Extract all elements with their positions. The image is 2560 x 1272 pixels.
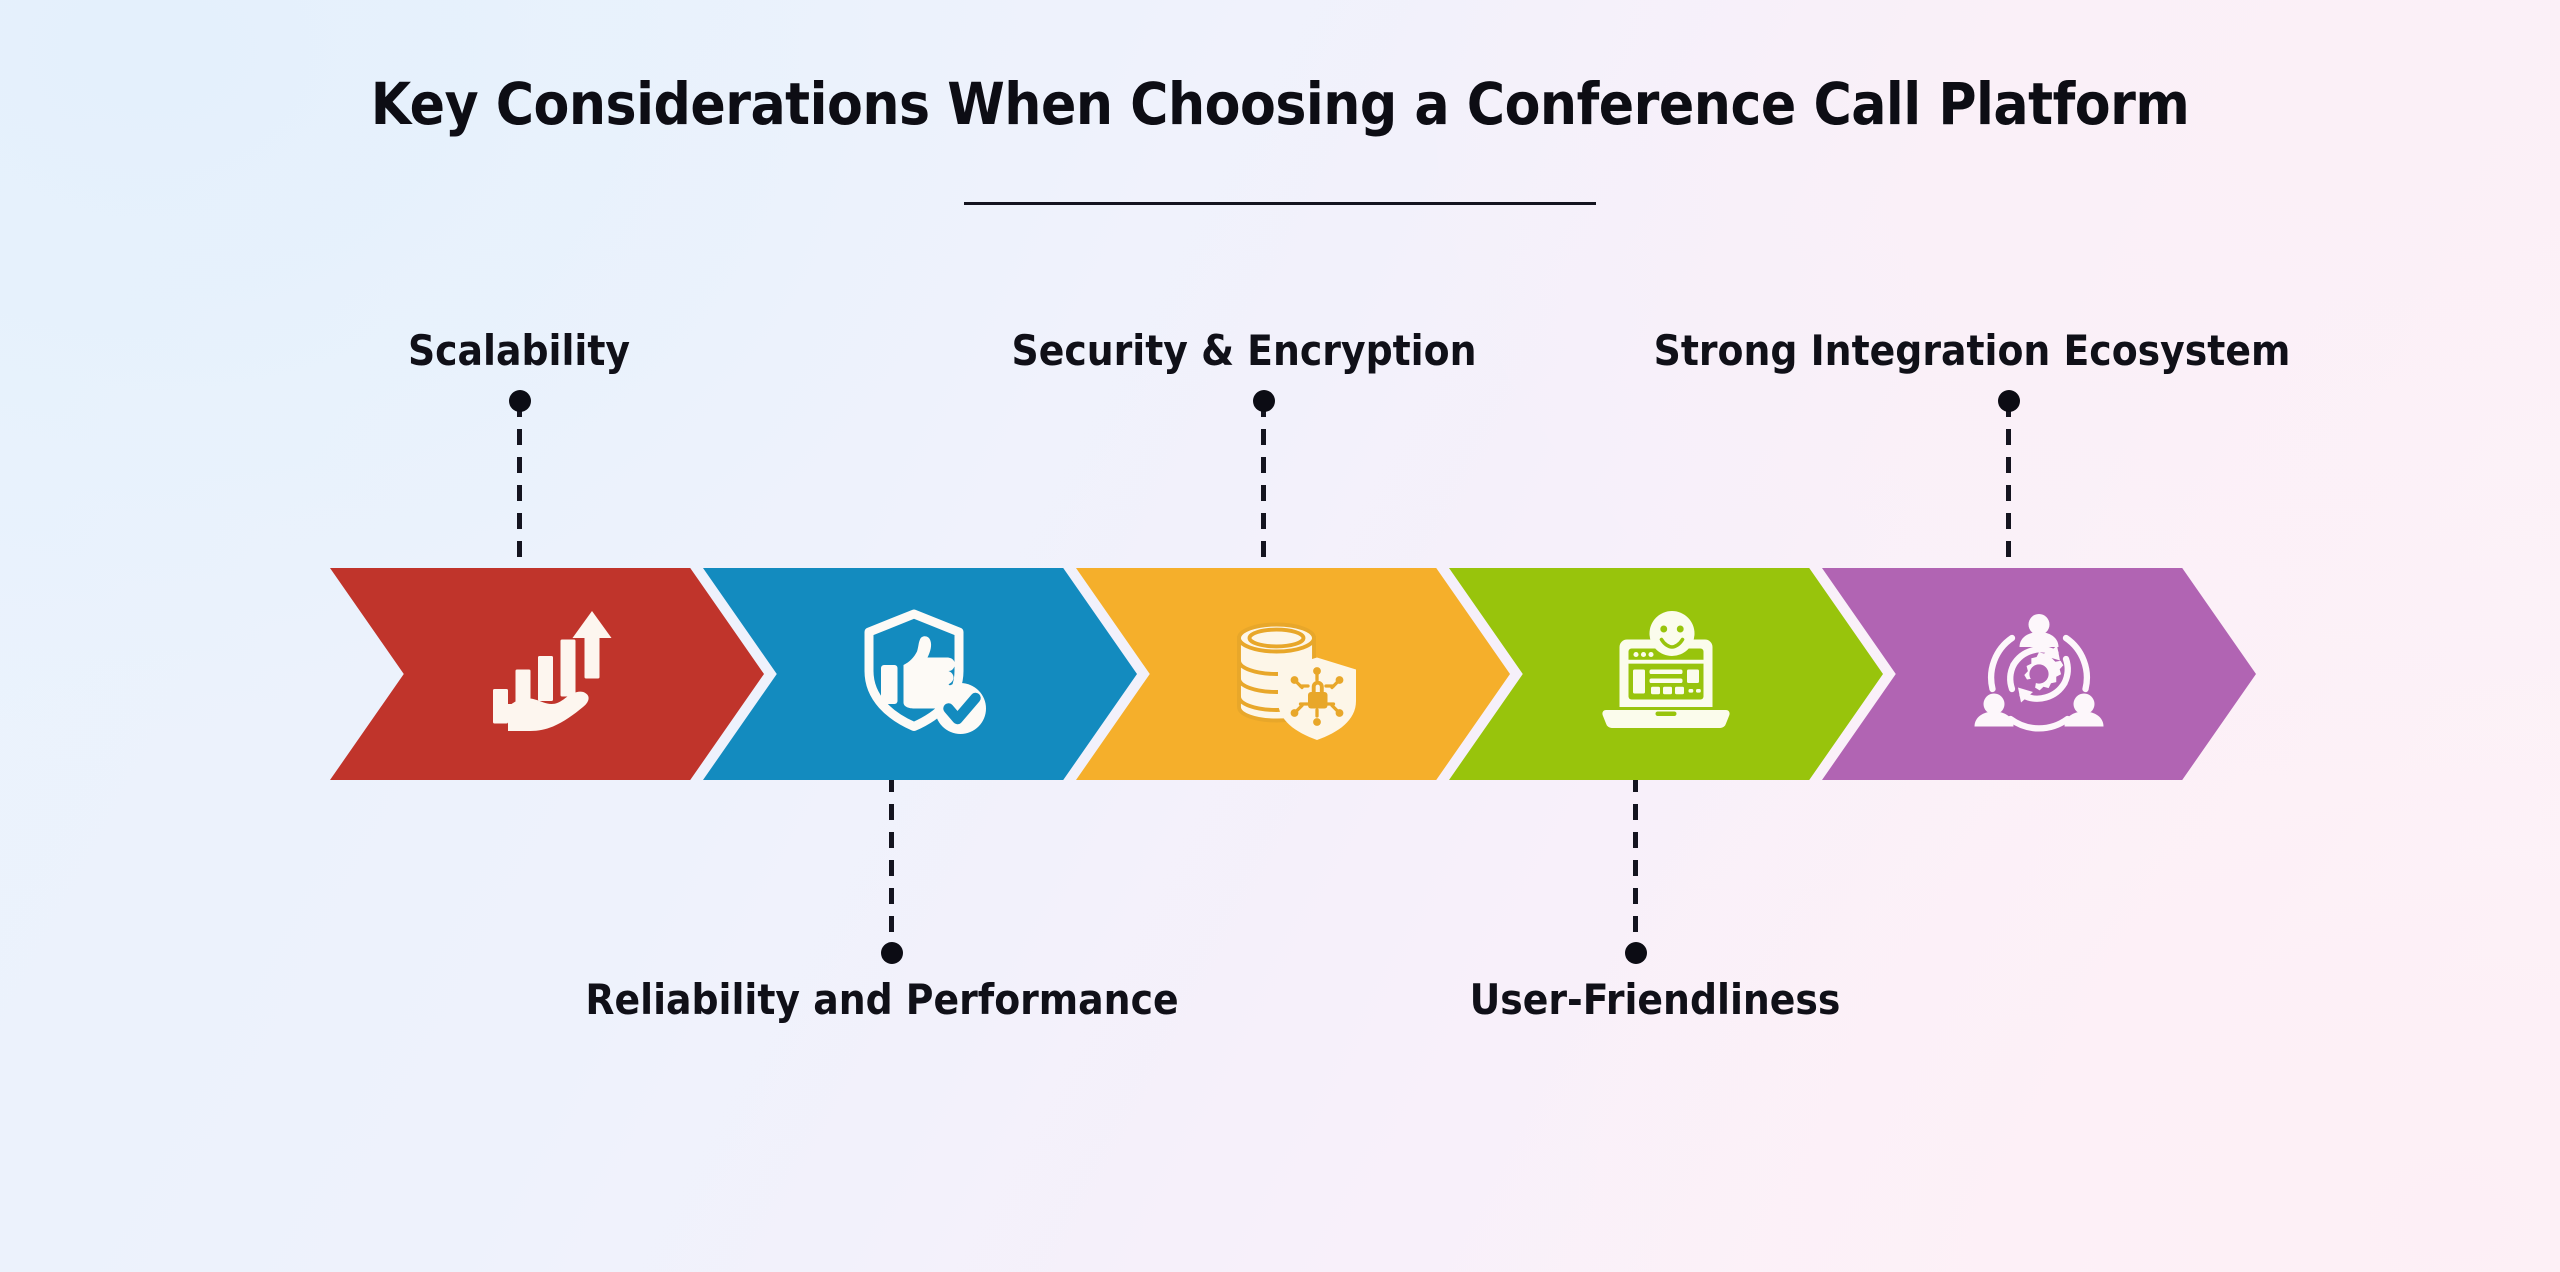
connector-step-2 [880,776,903,964]
connector-step-3 [1252,390,1275,573]
step-label-5: Strong Integration Ecosystem [1653,326,2291,375]
growth-chart-in-hand-icon [330,568,764,780]
step-label-2: Reliability and Performance [585,975,1179,1024]
connector-step-4 [1624,776,1647,964]
connector-dot [880,942,903,964]
team-gear-integration-icon [1822,568,2256,780]
step-label-1: Scalability [407,326,631,375]
connector-dot [508,390,531,412]
database-security-shield-icon [1076,568,1510,780]
shield-thumbs-up-check-icon [703,568,1137,780]
chevron-step-2[interactable] [703,568,1137,780]
chevron-step-1[interactable] [330,568,764,780]
chevron-step-5[interactable] [1822,568,2256,780]
connector-dot [1997,390,2020,412]
connector-dot [1252,390,1275,412]
chevron-step-3[interactable] [1076,568,1510,780]
connector-dot [1624,942,1647,964]
laptop-smiley-interface-icon [1449,568,1883,780]
page-title: Key Considerations When Choosing a Confe… [370,70,2190,138]
connector-step-5 [1997,390,2020,573]
title-divider [964,202,1596,205]
step-label-4: User-Friendliness [1469,975,1841,1024]
chevron-process-band [330,568,2256,780]
step-label-3: Security & Encryption [1011,326,1477,375]
connector-step-1 [508,390,531,573]
chevron-step-4[interactable] [1449,568,1883,780]
